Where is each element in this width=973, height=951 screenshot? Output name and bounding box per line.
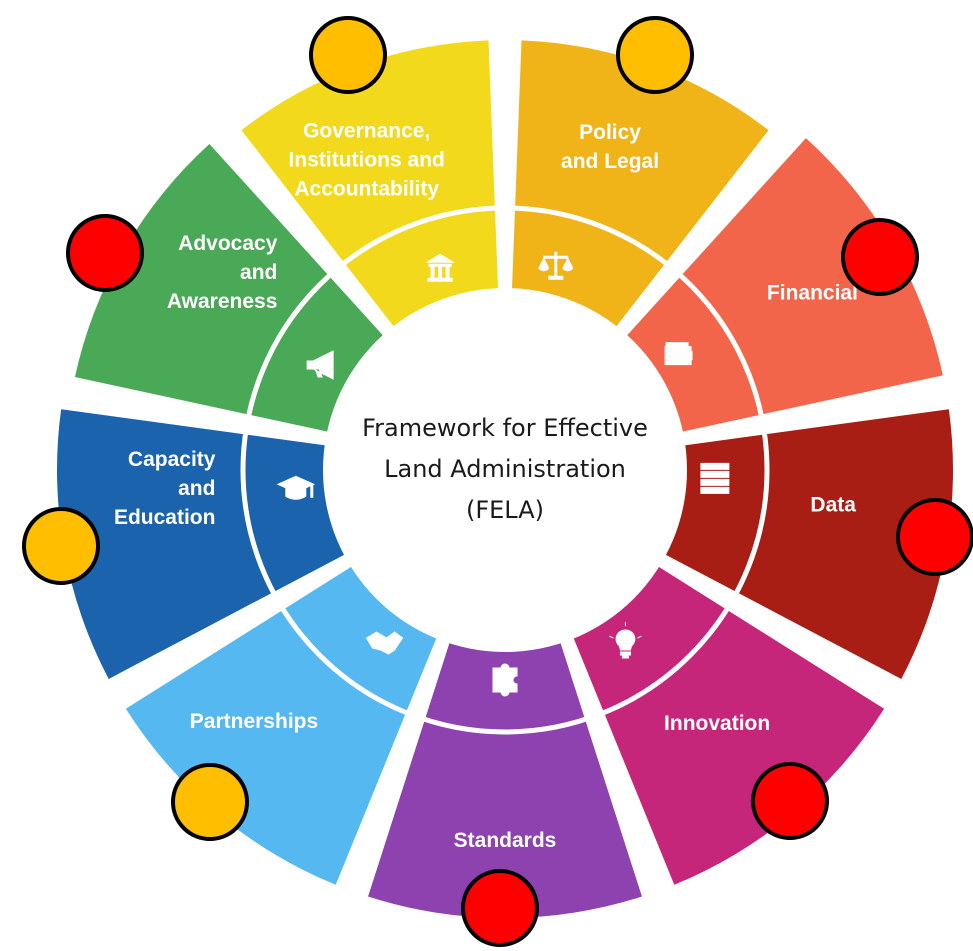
- center-hub: [323, 288, 687, 652]
- segment-label-line: Awareness: [167, 290, 278, 313]
- segment-label-line: Partnerships: [190, 710, 318, 733]
- segment-label-partnerships: Partnerships: [190, 710, 318, 733]
- megaphone-icon: [306, 350, 334, 380]
- scales-icon: [538, 251, 574, 280]
- inner-ring: [240, 205, 770, 735]
- center-title-line-1: Framework for Effective: [362, 414, 648, 442]
- segment-governance: [241, 40, 500, 352]
- segment-label-line: and: [178, 477, 215, 500]
- center-title: Framework for Effective Land Administrat…: [362, 414, 648, 524]
- markers-layer: [22, 16, 973, 947]
- segment-label-line: Institutions and: [289, 148, 445, 171]
- segment-label-line: Education: [114, 506, 216, 529]
- marker-orange-partnerships: [171, 763, 249, 841]
- handshake-icon: [365, 631, 404, 655]
- segment-policy: [510, 40, 769, 352]
- segment-label-line: and: [240, 261, 277, 284]
- segment-label-line: Governance,: [303, 119, 430, 142]
- marker-red-advocacy: [66, 214, 144, 292]
- segment-label-line: Capacity: [128, 448, 216, 471]
- segment-label-line: Policy: [579, 121, 641, 144]
- segment-label-line: Standards: [454, 829, 557, 852]
- marker-orange-governance: [309, 16, 387, 94]
- database-icon: [700, 462, 730, 494]
- graduation-cap-icon: [276, 475, 316, 500]
- marker-orange-policy: [616, 16, 694, 94]
- segment-label-line: Accountability: [294, 177, 439, 200]
- segment-label-line: Innovation: [664, 712, 770, 735]
- marker-red-financial: [841, 218, 919, 296]
- segment-label-line: Advocacy: [178, 232, 278, 255]
- icons-layer: [276, 251, 730, 697]
- segment-label-line: Financial: [767, 282, 858, 305]
- segment-label-line: Data: [810, 493, 856, 516]
- marker-red-data: [896, 498, 973, 576]
- marker-orange-capacity: [22, 507, 100, 585]
- lightbulb-icon: [609, 622, 642, 659]
- segment-label-financial: Financial: [767, 282, 858, 305]
- puzzle-icon: [492, 663, 518, 697]
- center-title-line-3: (FELA): [466, 496, 544, 524]
- marker-red-standards: [461, 869, 539, 947]
- courthouse-icon: [425, 253, 455, 282]
- segment-label-standards: Standards: [454, 829, 557, 852]
- segment-capacity: [56, 409, 373, 679]
- segment-standards: [368, 612, 642, 919]
- segment-label-line: and Legal: [561, 150, 659, 173]
- segment-label-data: Data: [810, 493, 856, 516]
- segment-label-policy: Policy and Legal: [561, 121, 659, 173]
- wallet-icon: [664, 342, 693, 366]
- segment-label-innovation: Innovation: [664, 712, 770, 735]
- center-title-line-2: Land Administration: [384, 455, 626, 483]
- marker-red-innovation: [751, 762, 829, 840]
